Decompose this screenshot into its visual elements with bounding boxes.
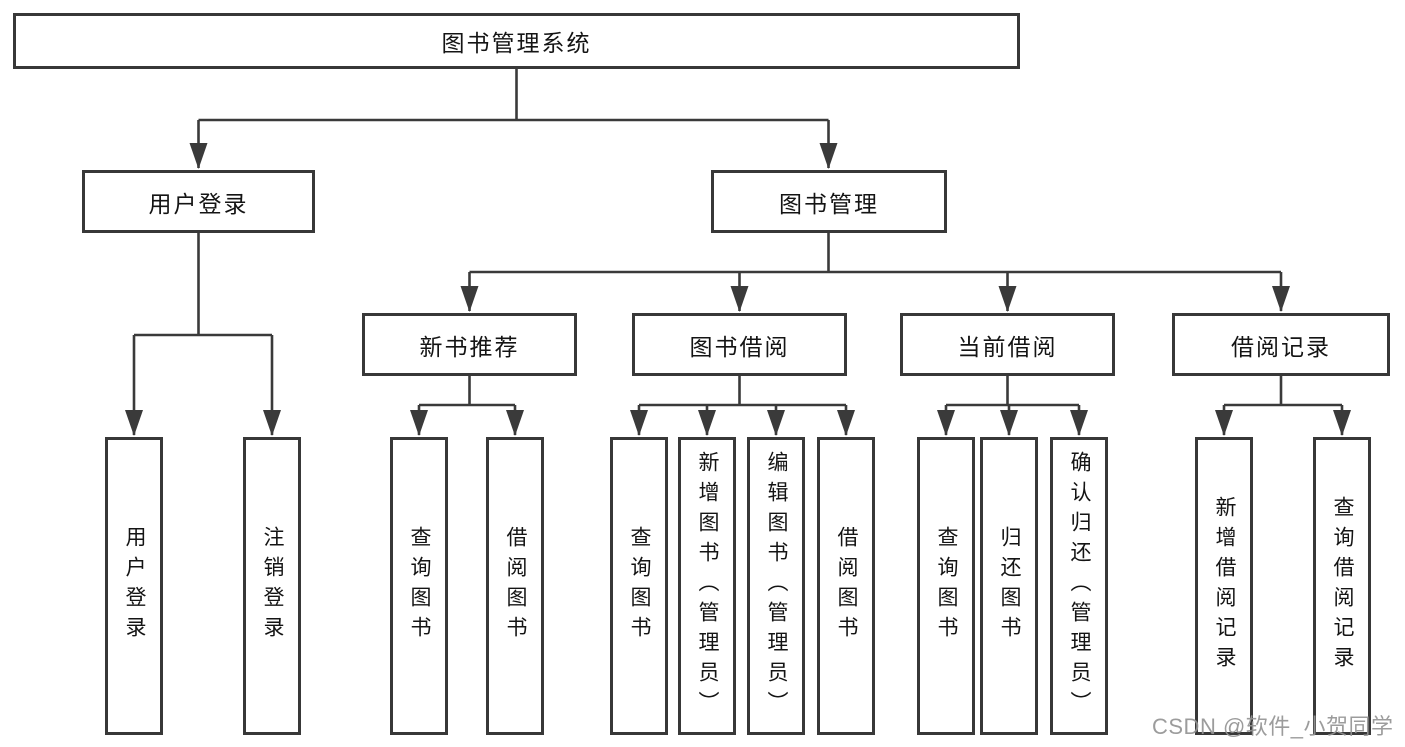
node-book-borrowing: 图书借阅	[632, 313, 847, 376]
leaf-edit-books-admin: 编辑图书（管理员）	[747, 437, 805, 735]
watermark-text: CSDN @软件_小贺同学	[1152, 714, 1394, 739]
leaf-add-books-admin: 新增图书（管理员）	[678, 437, 736, 735]
leaf-query-borrow-record: 查询借阅记录	[1313, 437, 1371, 735]
leaf-borrow-books-borrow: 借阅图书	[817, 437, 875, 735]
node-new-book-recommendation: 新书推荐	[362, 313, 577, 376]
leaf-query-books-borrow: 查询图书	[610, 437, 668, 735]
node-book-management: 图书管理	[711, 170, 947, 233]
leaf-borrow-books-recommend: 借阅图书	[486, 437, 544, 735]
leaf-user-login: 用户登录	[105, 437, 163, 735]
node-user-login: 用户登录	[82, 170, 315, 233]
leaf-query-books-current: 查询图书	[917, 437, 975, 735]
leaf-confirm-return-admin: 确认归还（管理员）	[1050, 437, 1108, 735]
leaf-add-borrow-record: 新增借阅记录	[1195, 437, 1253, 735]
node-borrowing-records: 借阅记录	[1172, 313, 1390, 376]
leaf-query-books-recommend: 查询图书	[390, 437, 448, 735]
node-library-management-system: 图书管理系统	[13, 13, 1020, 69]
leaf-logout: 注销登录	[243, 437, 301, 735]
node-current-borrowing: 当前借阅	[900, 313, 1115, 376]
leaf-return-books: 归还图书	[980, 437, 1038, 735]
